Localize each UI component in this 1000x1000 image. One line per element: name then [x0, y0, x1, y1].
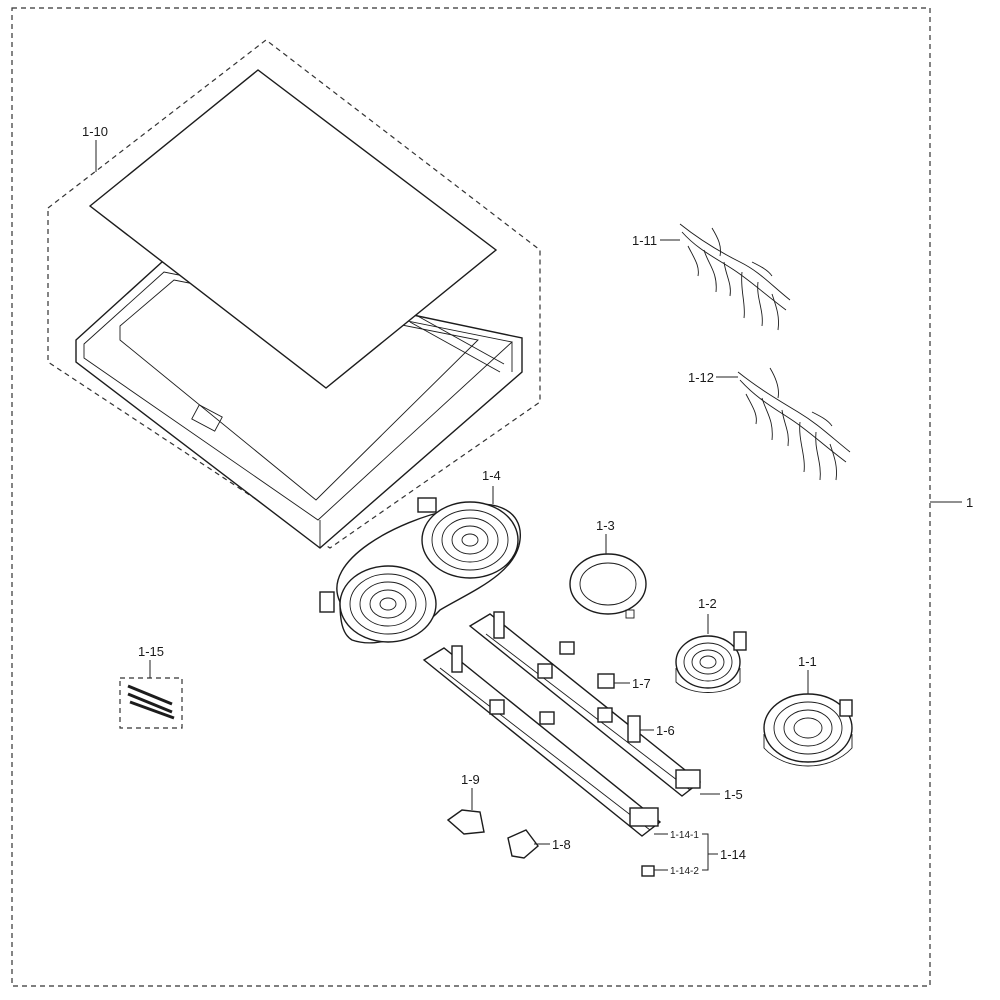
label-1-14: 1-14	[720, 847, 746, 862]
label-1-10: 1-10	[82, 124, 108, 139]
bracket-1-14	[702, 833, 709, 871]
label-1-14-2: 1-14-2	[670, 866, 699, 877]
wire-harness-1-12	[737, 367, 851, 481]
label-1-11: 1-11	[632, 233, 657, 248]
label-1-7: 1-7	[632, 676, 651, 691]
label-1-12: 1-12	[688, 370, 714, 385]
rods-1-15	[127, 684, 175, 720]
dual-element-1-4	[319, 497, 521, 644]
element-1-1	[763, 693, 853, 767]
label-1-1: 1-1	[798, 654, 817, 669]
label-1-14-1: 1-14-1	[670, 830, 699, 841]
bracket-lower	[422, 645, 662, 837]
clip-1-6	[627, 715, 641, 743]
label-1-3: 1-3	[596, 518, 615, 533]
label-1-4: 1-4	[482, 468, 501, 483]
label-1-8: 1-8	[552, 837, 571, 852]
wire-harness-1-11	[679, 223, 791, 331]
label-1-6: 1-6	[656, 723, 675, 738]
label-1-2: 1-2	[698, 596, 717, 611]
label-1-15: 1-15	[138, 644, 164, 659]
rods-group-boundary	[119, 677, 183, 729]
bracket-clips	[489, 641, 613, 725]
label-1-9: 1-9	[461, 772, 480, 787]
plate-1-9	[446, 809, 485, 835]
glass-panel	[88, 69, 498, 389]
label-1-5: 1-5	[724, 787, 743, 802]
screw-1-14-2-part	[641, 865, 655, 877]
trim-ring-1-3	[569, 553, 647, 619]
element-1-2	[675, 631, 747, 693]
assembly-boundary	[11, 7, 931, 987]
clip-1-7	[597, 673, 615, 689]
bracket-upper	[468, 611, 702, 797]
plate-1-8	[507, 829, 539, 859]
label-1: 1	[966, 495, 973, 510]
